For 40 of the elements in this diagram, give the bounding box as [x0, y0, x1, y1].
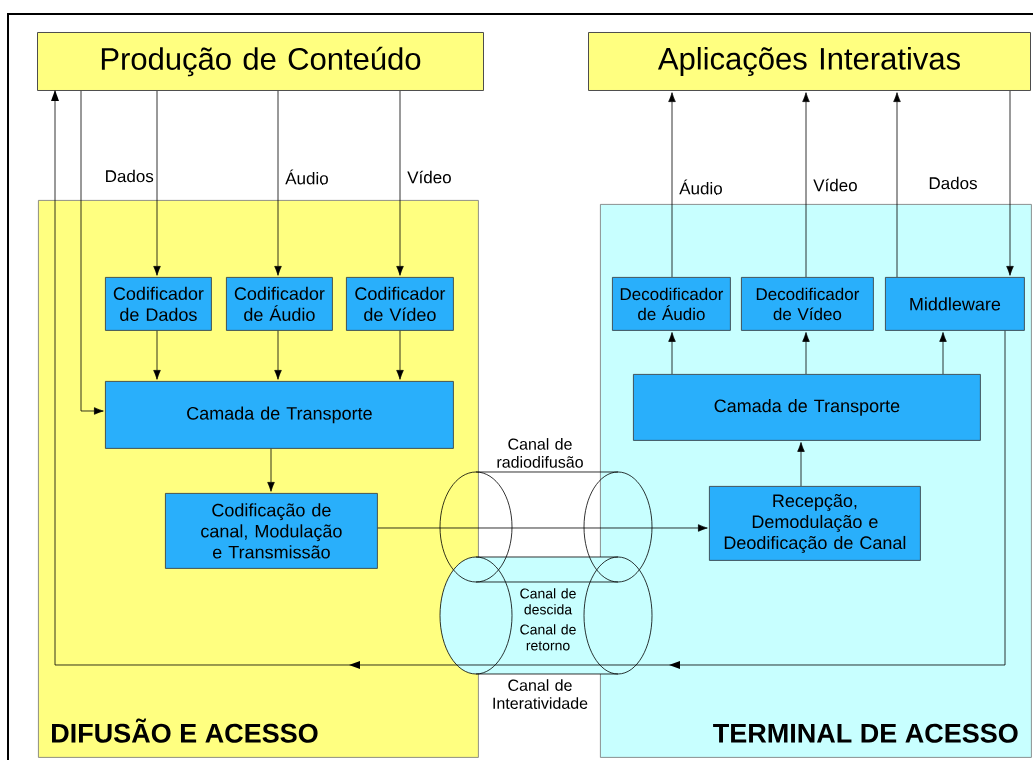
arrow — [1006, 90, 1014, 276]
arrow — [939, 332, 947, 375]
title-box: Produção de Conteúdo — [37, 32, 484, 91]
process-box: Codificação de canal, Modulação e Transmissão — [165, 493, 378, 569]
channel-label: Canal de radiodifusão — [497, 438, 583, 468]
edge-label: Áudio — [285, 169, 328, 185]
arrow — [153, 90, 161, 276]
arrow — [396, 90, 404, 276]
edge-label: Vídeo — [407, 170, 451, 184]
arrow — [274, 330, 282, 380]
process-box: Codificador de Vídeo — [346, 277, 454, 331]
edge-label: Dados — [929, 176, 977, 190]
process-box: Recepção, Demodulação e Deodificação de Canal — [709, 486, 921, 561]
arrow — [668, 332, 676, 375]
process-box: Decodificador de Áudio — [612, 277, 731, 331]
arrow — [274, 90, 282, 276]
process-box: Decodificador de Vídeo — [741, 277, 874, 331]
title-box: Aplicações Interativas — [588, 32, 1031, 91]
channel-label: Canal de descida — [520, 588, 576, 615]
arrow — [51, 90, 1006, 669]
arrow — [396, 330, 404, 380]
channel-label: Canal de retorno — [520, 624, 576, 651]
arrow — [802, 92, 810, 278]
process-box: Codificador de Dados — [105, 277, 212, 331]
edge-label: Vídeo — [813, 178, 857, 192]
channel-label: Canal de Interatividade — [493, 679, 588, 709]
arrow — [80, 90, 104, 415]
process-box: Camada de Transporte — [633, 374, 981, 441]
process-box: Codificador de Áudio — [226, 277, 333, 331]
arrow — [267, 448, 275, 492]
arrow — [893, 92, 901, 278]
arrow — [153, 330, 161, 380]
arrow — [668, 92, 676, 278]
process-box: Middleware — [885, 277, 1025, 331]
edge-label: Dados — [106, 169, 154, 183]
arrow — [802, 332, 810, 375]
arrow — [797, 442, 805, 487]
arrow — [377, 524, 708, 532]
process-box: Camada de Transporte — [105, 381, 454, 449]
edge-label: Áudio — [679, 179, 722, 195]
